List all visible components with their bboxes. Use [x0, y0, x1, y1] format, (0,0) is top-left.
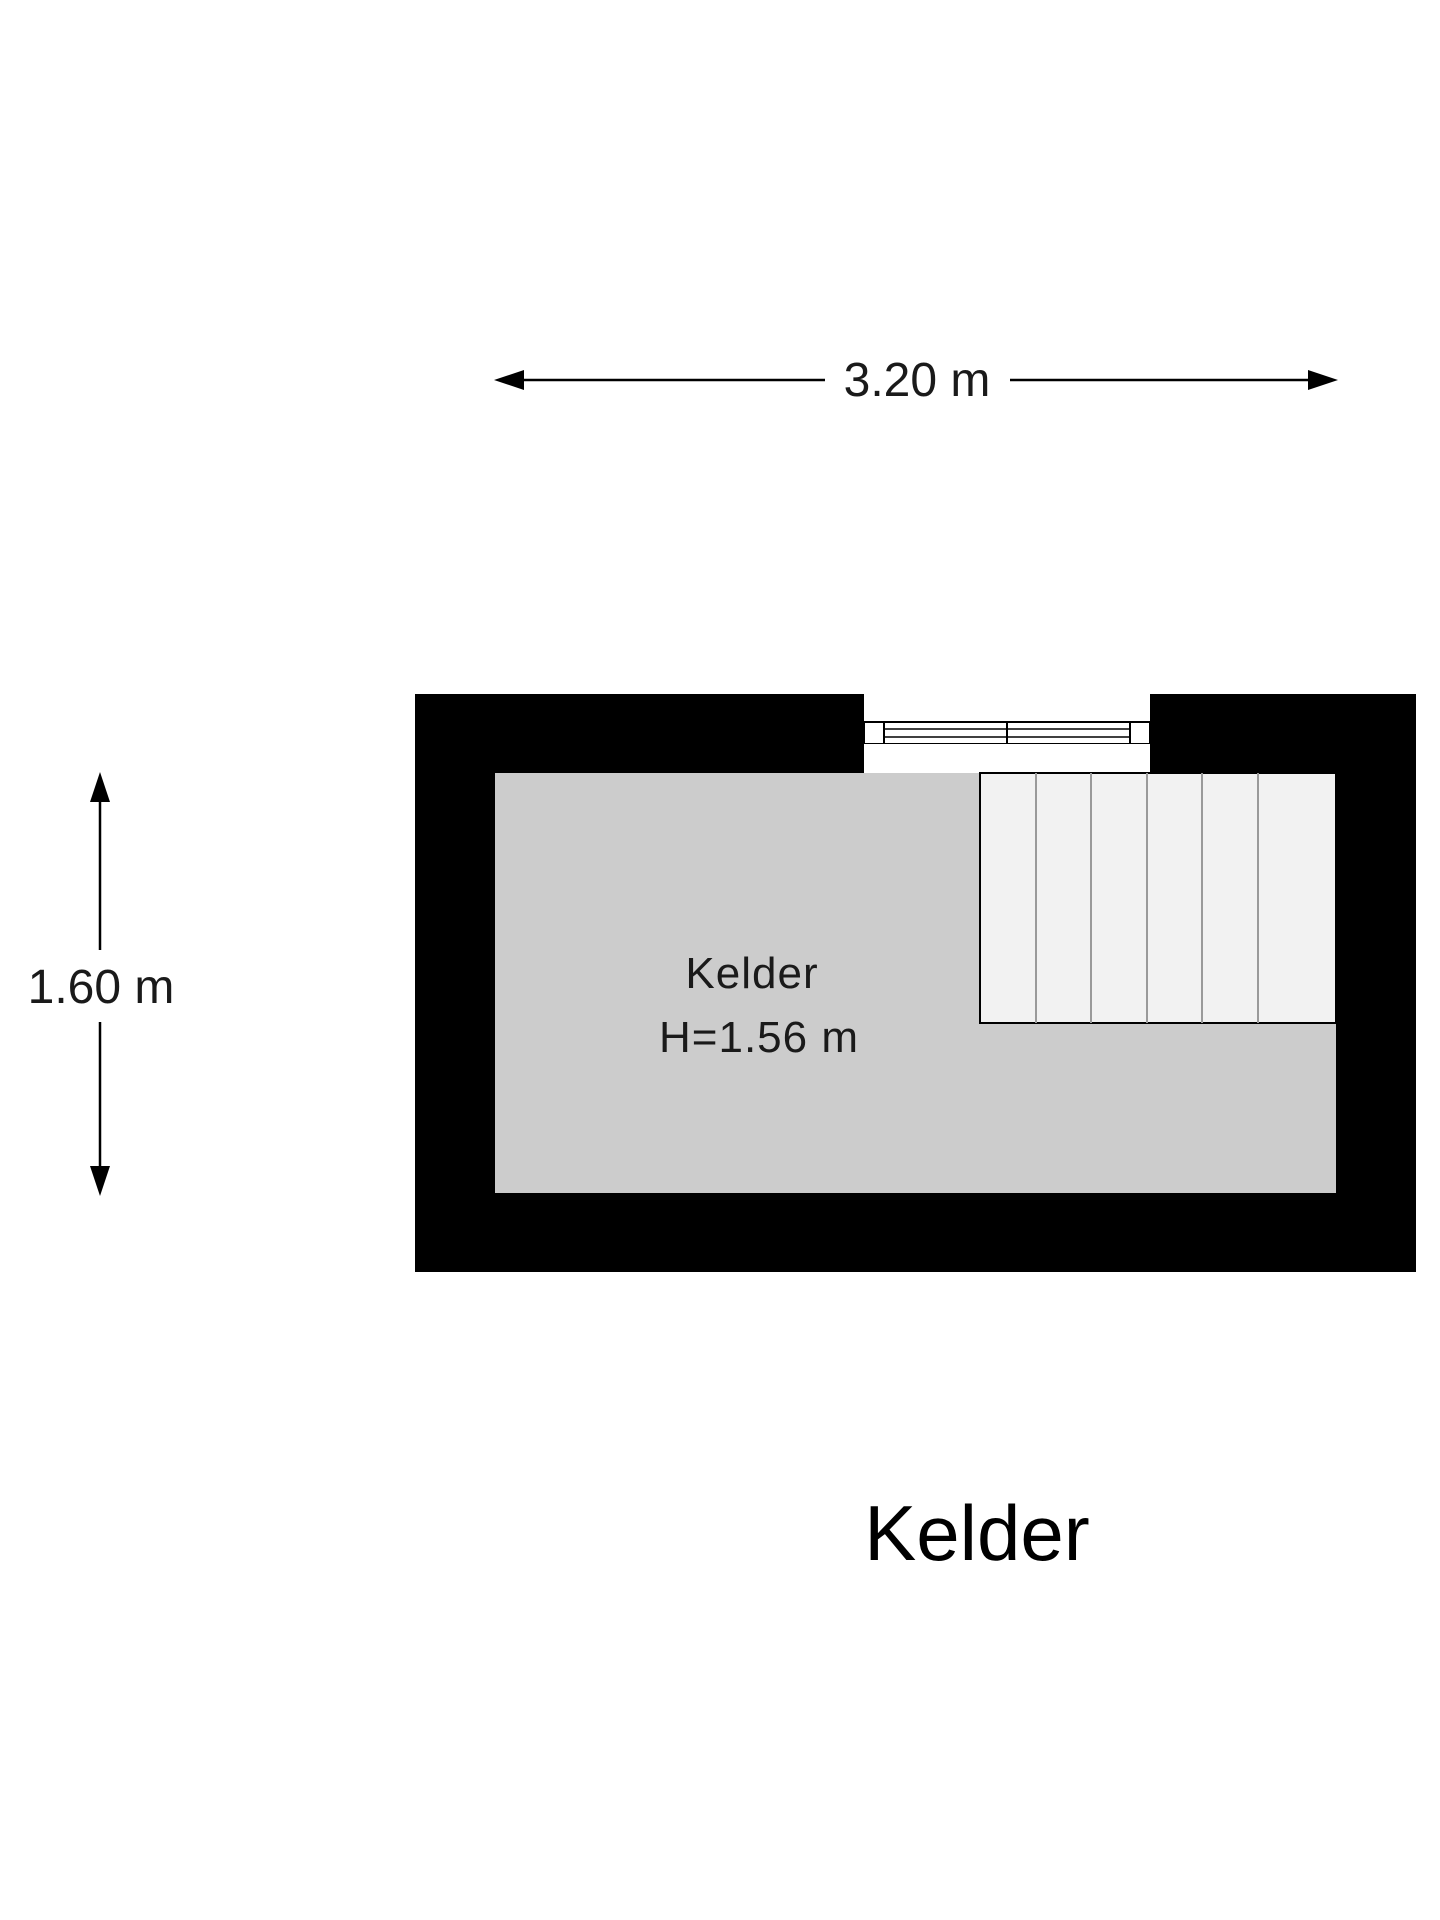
wall-left	[415, 694, 495, 1272]
arrow-left-icon	[494, 370, 524, 390]
arrow-down-icon	[90, 1166, 110, 1196]
wall-right	[1336, 694, 1416, 1272]
walls	[415, 694, 1416, 1272]
floor-title: Kelder	[864, 1489, 1089, 1577]
staircase-outline	[979, 772, 1337, 1024]
window	[863, 721, 1151, 773]
width-dimension: 3.20 m	[494, 354, 1338, 407]
staircase	[979, 772, 1337, 1024]
room-name-label: Kelder	[685, 949, 818, 998]
arrow-right-icon	[1308, 370, 1338, 390]
depth-dimension-label: 1.60 m	[28, 961, 175, 1014]
depth-dimension: 1.60 m	[28, 772, 175, 1196]
room-height-label: H=1.56 m	[659, 1013, 859, 1062]
width-dimension-label: 3.20 m	[844, 354, 991, 407]
arrow-up-icon	[90, 772, 110, 802]
wall-bottom	[415, 1193, 1416, 1272]
window-reveal	[864, 744, 1150, 773]
